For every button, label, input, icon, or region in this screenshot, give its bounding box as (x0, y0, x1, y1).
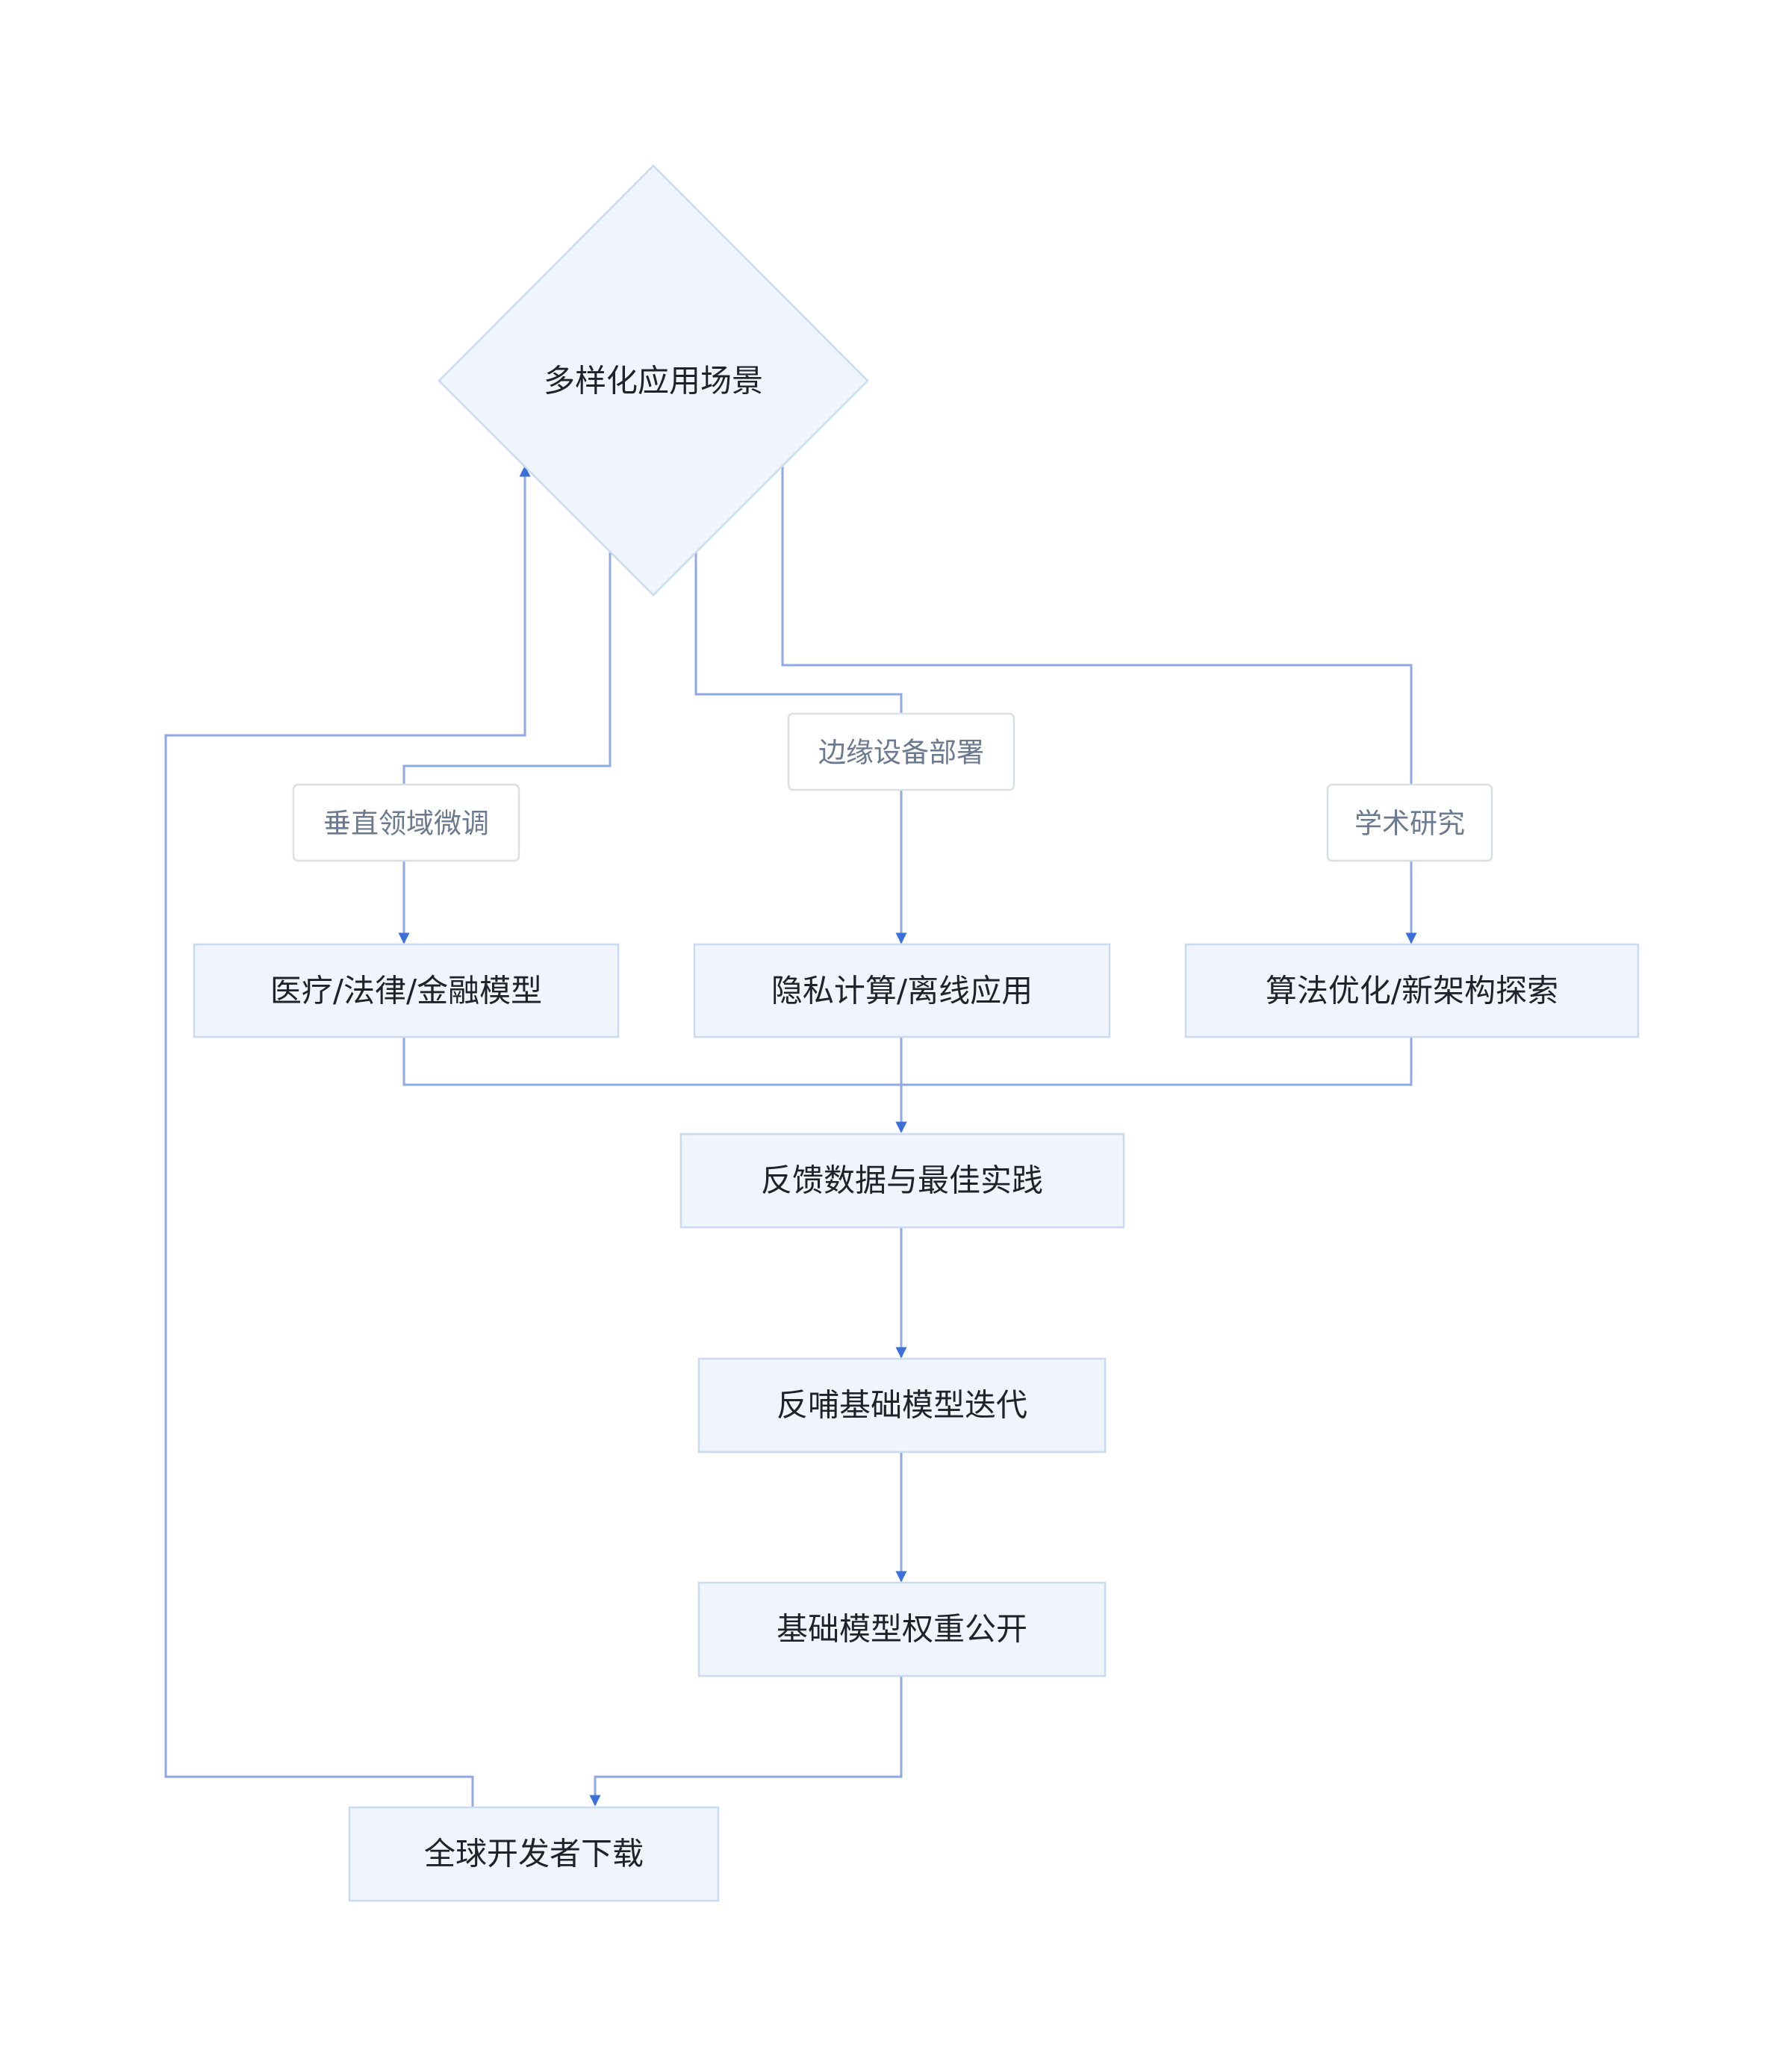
node-privacy-offline: 隐私计算/离线应用 (693, 943, 1111, 1038)
edge-label-fine-tune: 垂直领域微调 (292, 783, 520, 862)
edge-label-edge-deploy-text: 边缘设备部署 (818, 737, 984, 769)
node-open-weights: 基础模型权重公开 (697, 1581, 1107, 1677)
edges (164, 465, 1417, 1807)
node-feedback-text: 反馈数据与最佳实践 (761, 1162, 1043, 1199)
edge-labels: 垂直领域微调 边缘设备部署 学术研究 (292, 712, 1493, 862)
node-privacy-offline-text: 隐私计算/离线应用 (771, 973, 1033, 1009)
edge-vertical-models-to-feedback (402, 1036, 907, 1133)
edge-scenarios-to-algo-research (781, 467, 1417, 944)
edge-algo-research-to-feedback (895, 1036, 1413, 1133)
node-vertical-models: 医疗/法律/金融模型 (193, 943, 620, 1038)
edge-label-research: 学术研究 (1326, 783, 1493, 862)
edge-scenarios-to-privacy-offline (694, 552, 907, 944)
edge-label-fine-tune-text: 垂直领域微调 (323, 808, 489, 840)
node-iterate: 反哺基础模型迭代 (697, 1357, 1107, 1454)
node-open-weights-text: 基础模型权重公开 (777, 1611, 1027, 1648)
edge-label-research-text: 学术研究 (1354, 808, 1465, 840)
node-algo-research-text: 算法优化/新架构探索 (1266, 973, 1558, 1009)
edge-label-edge-deploy: 边缘设备部署 (787, 712, 1015, 791)
node-scenarios: 多样化应用场景 (438, 164, 869, 596)
node-download-text: 全球开发者下载 (424, 1836, 644, 1872)
node-feedback: 反馈数据与最佳实践 (679, 1133, 1125, 1229)
node-iterate-text: 反哺基础模型迭代 (777, 1387, 1027, 1424)
edge-open-weights-to-download (589, 1675, 903, 1807)
nodes: 多样化应用场景 医疗/法律/金融模型 隐私计算/离线应用 算法优化/新架构探索 … (193, 164, 1640, 1902)
edge-download-to-scenarios (164, 465, 531, 1807)
node-algo-research: 算法优化/新架构探索 (1184, 943, 1640, 1038)
node-vertical-models-text: 医疗/法律/金融模型 (270, 973, 542, 1009)
node-download: 全球开发者下载 (348, 1806, 720, 1902)
node-scenarios-text: 多样化应用场景 (544, 363, 763, 399)
edge-scenarios-to-vertical-models (398, 552, 612, 944)
